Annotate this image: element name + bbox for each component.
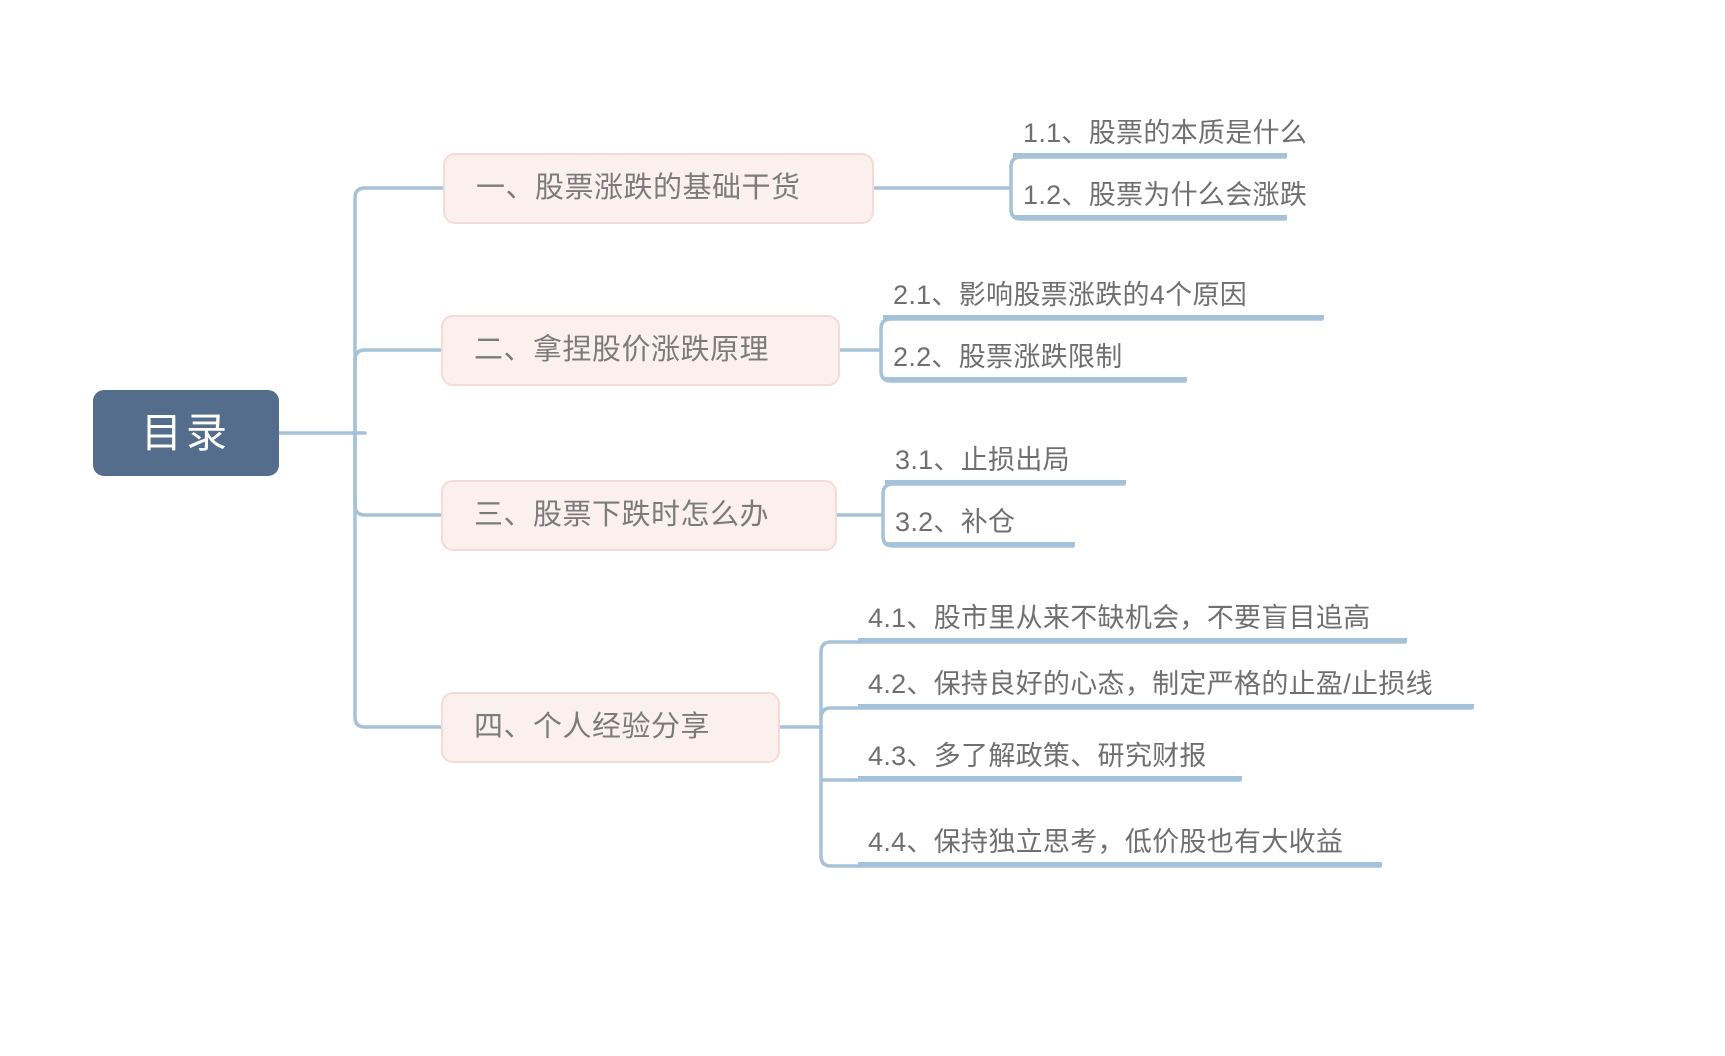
leaf-node-2-1-label: 2.1、影响股票涨跌的4个原因 (893, 279, 1248, 310)
branch-node-1-label: 一、股票涨跌的基础干货 (476, 172, 801, 204)
leaf-node-2-1[interactable]: 2.1、影响股票涨跌的4个原因 (883, 258, 1324, 319)
leaf-node-2-2-label: 2.2、股票涨跌限制 (893, 341, 1123, 372)
leaf-node-4-3-label: 4.3、多了解政策、研究财报 (868, 740, 1207, 771)
root-node-label: 目录 (141, 409, 231, 456)
branch-node-4-label: 四、个人经验分享 (474, 711, 711, 743)
branch-node-1[interactable]: 一、股票涨跌的基础干货 (443, 153, 874, 224)
branch-node-4[interactable]: 四、个人经验分享 (441, 692, 780, 763)
branch-node-3[interactable]: 三、股票下跌时怎么办 (441, 480, 837, 551)
leaf-node-4-4-label: 4.4、保持独立思考，低价股也有大收益 (868, 826, 1344, 857)
leaf-node-1-2[interactable]: 1.2、股票为什么会涨跌 (1013, 158, 1307, 219)
leaf-node-3-2-label: 3.2、补仓 (895, 506, 1016, 537)
branch-node-3-label: 三、股票下跌时怎么办 (474, 499, 770, 531)
leaf-node-1-2-label: 1.2、股票为什么会涨跌 (1023, 179, 1308, 210)
leaf-node-3-1[interactable]: 3.1、止损出局 (885, 423, 1126, 484)
leaf-node-1-1-label: 1.1、股票的本质是什么 (1023, 117, 1308, 148)
branch-node-2[interactable]: 二、拿捏股价涨跌原理 (441, 315, 840, 386)
leaf-node-4-2[interactable]: 4.2、保持良好的心态，制定严格的止盈/止损线 (858, 647, 1474, 708)
edge-root-to-branch-2 (353, 348, 443, 435)
root-node[interactable]: 目录 (93, 390, 279, 476)
leaf-node-4-2-label: 4.2、保持良好的心态，制定严格的止盈/止损线 (868, 668, 1433, 699)
leaf-node-4-4[interactable]: 4.4、保持独立思考，低价股也有大收益 (858, 805, 1382, 866)
leaf-node-3-2[interactable]: 3.2、补仓 (885, 485, 1075, 546)
edge-root-to-branch-3 (353, 431, 443, 517)
leaf-node-4-3[interactable]: 4.3、多了解政策、研究财报 (858, 719, 1242, 780)
edge-root-to-branch-1 (353, 186, 445, 435)
edge-group-4-leaf-2 (819, 706, 1474, 720)
leaf-node-3-1-label: 3.1、止损出局 (895, 444, 1070, 475)
leaf-node-4-1-label: 4.1、股市里从来不缺机会，不要盲目追高 (868, 602, 1371, 633)
leaf-node-2-2[interactable]: 2.2、股票涨跌限制 (883, 320, 1187, 381)
leaf-node-4-1[interactable]: 4.1、股市里从来不缺机会，不要盲目追高 (858, 581, 1407, 642)
leaf-node-1-1[interactable]: 1.1、股票的本质是什么 (1013, 96, 1307, 157)
edge-root-to-branch-4 (353, 431, 443, 729)
branch-node-2-label: 二、拿捏股价涨跌原理 (474, 334, 770, 366)
